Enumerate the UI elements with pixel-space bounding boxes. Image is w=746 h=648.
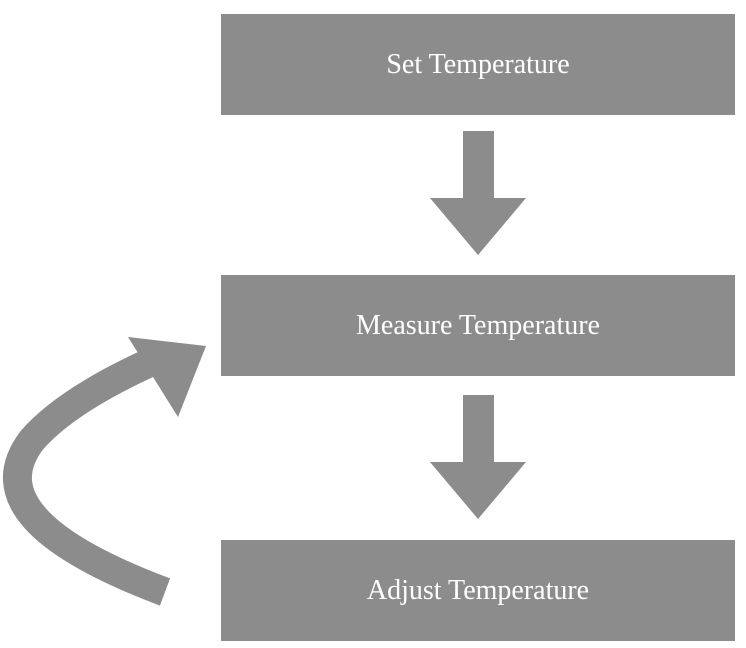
step-set-temperature: Set Temperature <box>221 14 735 115</box>
step-measure-temperature-label: Measure Temperature <box>356 309 600 341</box>
arrow-set-to-measure <box>430 131 526 255</box>
step-adjust-temperature: Adjust Temperature <box>221 540 735 641</box>
step-measure-temperature: Measure Temperature <box>221 275 735 376</box>
step-adjust-temperature-label: Adjust Temperature <box>366 574 590 606</box>
arrow-measure-to-adjust <box>430 395 526 519</box>
feedback-arrow-adjust-to-measure <box>2 337 206 606</box>
step-set-temperature-label: Set Temperature <box>386 48 570 80</box>
